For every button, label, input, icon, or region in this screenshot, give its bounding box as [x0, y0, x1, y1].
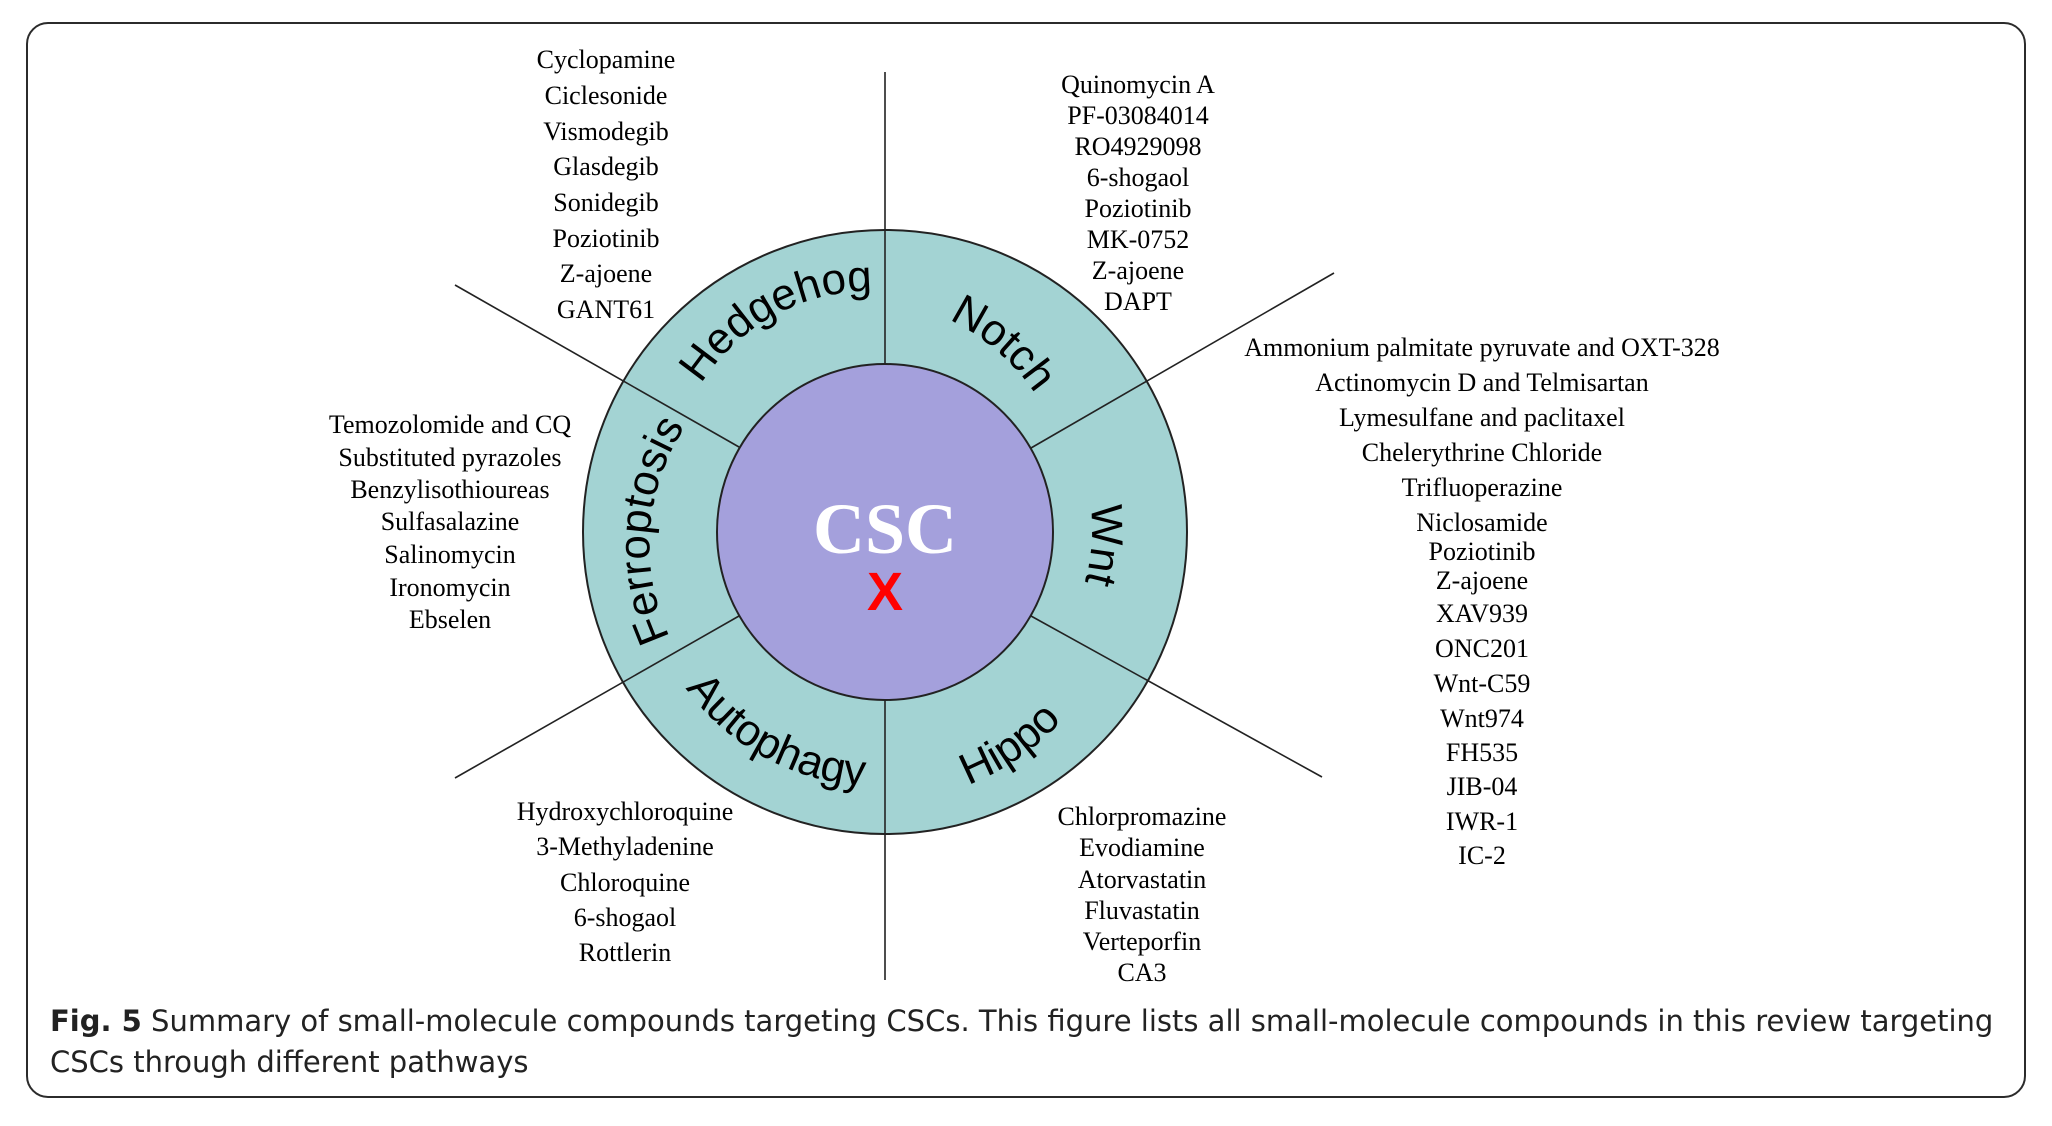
compound-item: Ebselen: [409, 605, 491, 634]
compound-item: Glasdegib: [553, 152, 658, 181]
compound-item: Poziotinib: [553, 224, 660, 253]
compound-item: RO4929098: [1074, 132, 1201, 161]
compound-item: Benzylisothioureas: [350, 475, 549, 504]
compound-item: Quinomycin A: [1061, 70, 1215, 99]
compound-item: Z-ajoene: [1436, 566, 1528, 595]
compound-item: Z-ajoene: [1092, 256, 1184, 285]
compound-item: 6-shogaol: [1087, 163, 1190, 192]
compound-item: Actinomycin D and Telmisartan: [1315, 368, 1648, 397]
compound-item: Sonidegib: [553, 188, 658, 217]
compound-item: Z-ajoene: [560, 259, 652, 288]
compound-list-autophagy: Hydroxychloroquine 3-Methyladenine Chlor…: [517, 797, 734, 967]
divider-lines: [454, 72, 1335, 980]
compound-list-hippo: Chlorpromazine Evodiamine Atorvastatin F…: [1058, 802, 1227, 987]
compound-item: Chelerythrine Chloride: [1362, 438, 1602, 467]
compound-item: Fluvastatin: [1084, 896, 1200, 925]
compound-item: Lymesulfane and paclitaxel: [1339, 403, 1625, 432]
compound-item: Cyclopamine: [537, 45, 676, 74]
compound-item: Hydroxychloroquine: [517, 797, 734, 826]
divider-upper-left: [454, 284, 740, 448]
compound-item: JIB-04: [1447, 772, 1518, 801]
compound-item: Rottlerin: [579, 938, 671, 967]
compound-list-ferroptosis: Temozolomide and CQ Substituted pyrazole…: [329, 410, 571, 634]
compound-item: Atorvastatin: [1078, 865, 1207, 894]
compound-item: Ammonium palmitate pyruvate and OXT-328: [1244, 333, 1720, 362]
compound-item: Trifluoperazine: [1402, 473, 1563, 502]
compound-item: Sulfasalazine: [381, 507, 520, 536]
center-mark: X: [867, 562, 903, 622]
compound-item: Wnt-C59: [1434, 669, 1531, 698]
compound-item: CA3: [1117, 958, 1166, 987]
compound-item: Substituted pyrazoles: [338, 443, 561, 472]
compound-item: GANT61: [557, 295, 655, 324]
center-label: CSC: [813, 489, 957, 569]
compound-item: 3-Methyladenine: [536, 832, 714, 861]
compound-item: PF-03084014: [1067, 101, 1209, 130]
compound-item: 6-shogaol: [574, 903, 677, 932]
compound-item: Salinomycin: [384, 540, 515, 569]
compound-item: Niclosamide: [1416, 508, 1547, 537]
compound-item: Ironomycin: [389, 573, 510, 602]
compound-item: XAV939: [1436, 599, 1528, 628]
compound-item: Chloroquine: [560, 868, 690, 897]
compound-item: Evodiamine: [1079, 833, 1205, 862]
compound-list-notch: Quinomycin A PF-03084014 RO4929098 6-sho…: [1061, 70, 1215, 316]
compound-item: Verteporfin: [1083, 927, 1201, 956]
compound-item: Poziotinib: [1429, 537, 1536, 566]
compound-item: ONC201: [1435, 634, 1529, 663]
compound-item: Vismodegib: [543, 117, 669, 146]
divider-lower-right: [1030, 615, 1323, 778]
compound-item: Chlorpromazine: [1058, 802, 1227, 831]
compound-item: MK-0752: [1087, 225, 1190, 254]
divider-upper-right: [1030, 272, 1335, 449]
compound-item: Ciclesonide: [545, 81, 668, 110]
compound-item: Poziotinib: [1085, 194, 1192, 223]
compound-item: IC-2: [1458, 841, 1506, 870]
compound-item: IWR-1: [1446, 807, 1518, 836]
figure-caption: Fig. 5 Summary of small-molecule compoun…: [50, 1001, 2000, 1083]
caption-text: Summary of small-molecule compounds targ…: [50, 1004, 1994, 1079]
compound-list-wnt: Ammonium palmitate pyruvate and OXT-328 …: [1244, 333, 1720, 870]
compound-list-hedgehog: Cyclopamine Ciclesonide Vismodegib Glasd…: [537, 45, 676, 324]
divider-lower-left: [454, 615, 740, 779]
figure-label: Fig. 5: [50, 1004, 142, 1038]
compound-item: FH535: [1446, 738, 1518, 767]
compound-item: Wnt974: [1440, 704, 1524, 733]
compound-item: Temozolomide and CQ: [329, 410, 571, 439]
compound-item: DAPT: [1104, 287, 1172, 316]
